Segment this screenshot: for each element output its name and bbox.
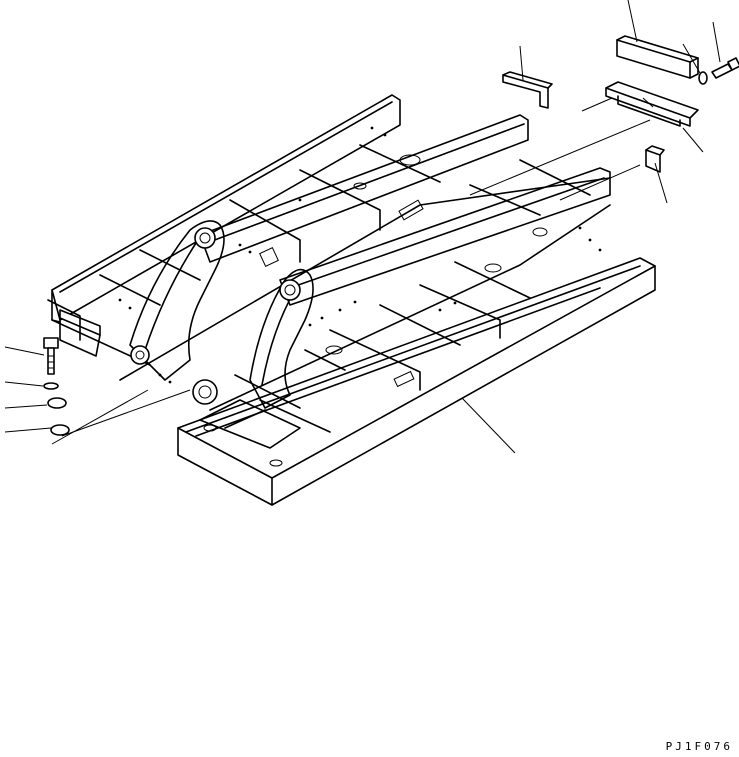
pivot-washer — [43, 382, 59, 390]
pivot-spacer — [50, 424, 70, 436]
drawing-code: PJ1F076 — [665, 740, 733, 753]
side-bracket — [502, 71, 553, 109]
pivot-bolt — [43, 337, 59, 375]
support-bracket — [645, 145, 665, 173]
bolt — [711, 57, 739, 79]
washer — [698, 71, 708, 85]
support-plate — [605, 81, 699, 127]
main-frame — [47, 94, 656, 506]
pivot-cap — [47, 397, 67, 409]
leader-lines — [4, 0, 721, 454]
counterweight-block — [616, 35, 699, 79]
